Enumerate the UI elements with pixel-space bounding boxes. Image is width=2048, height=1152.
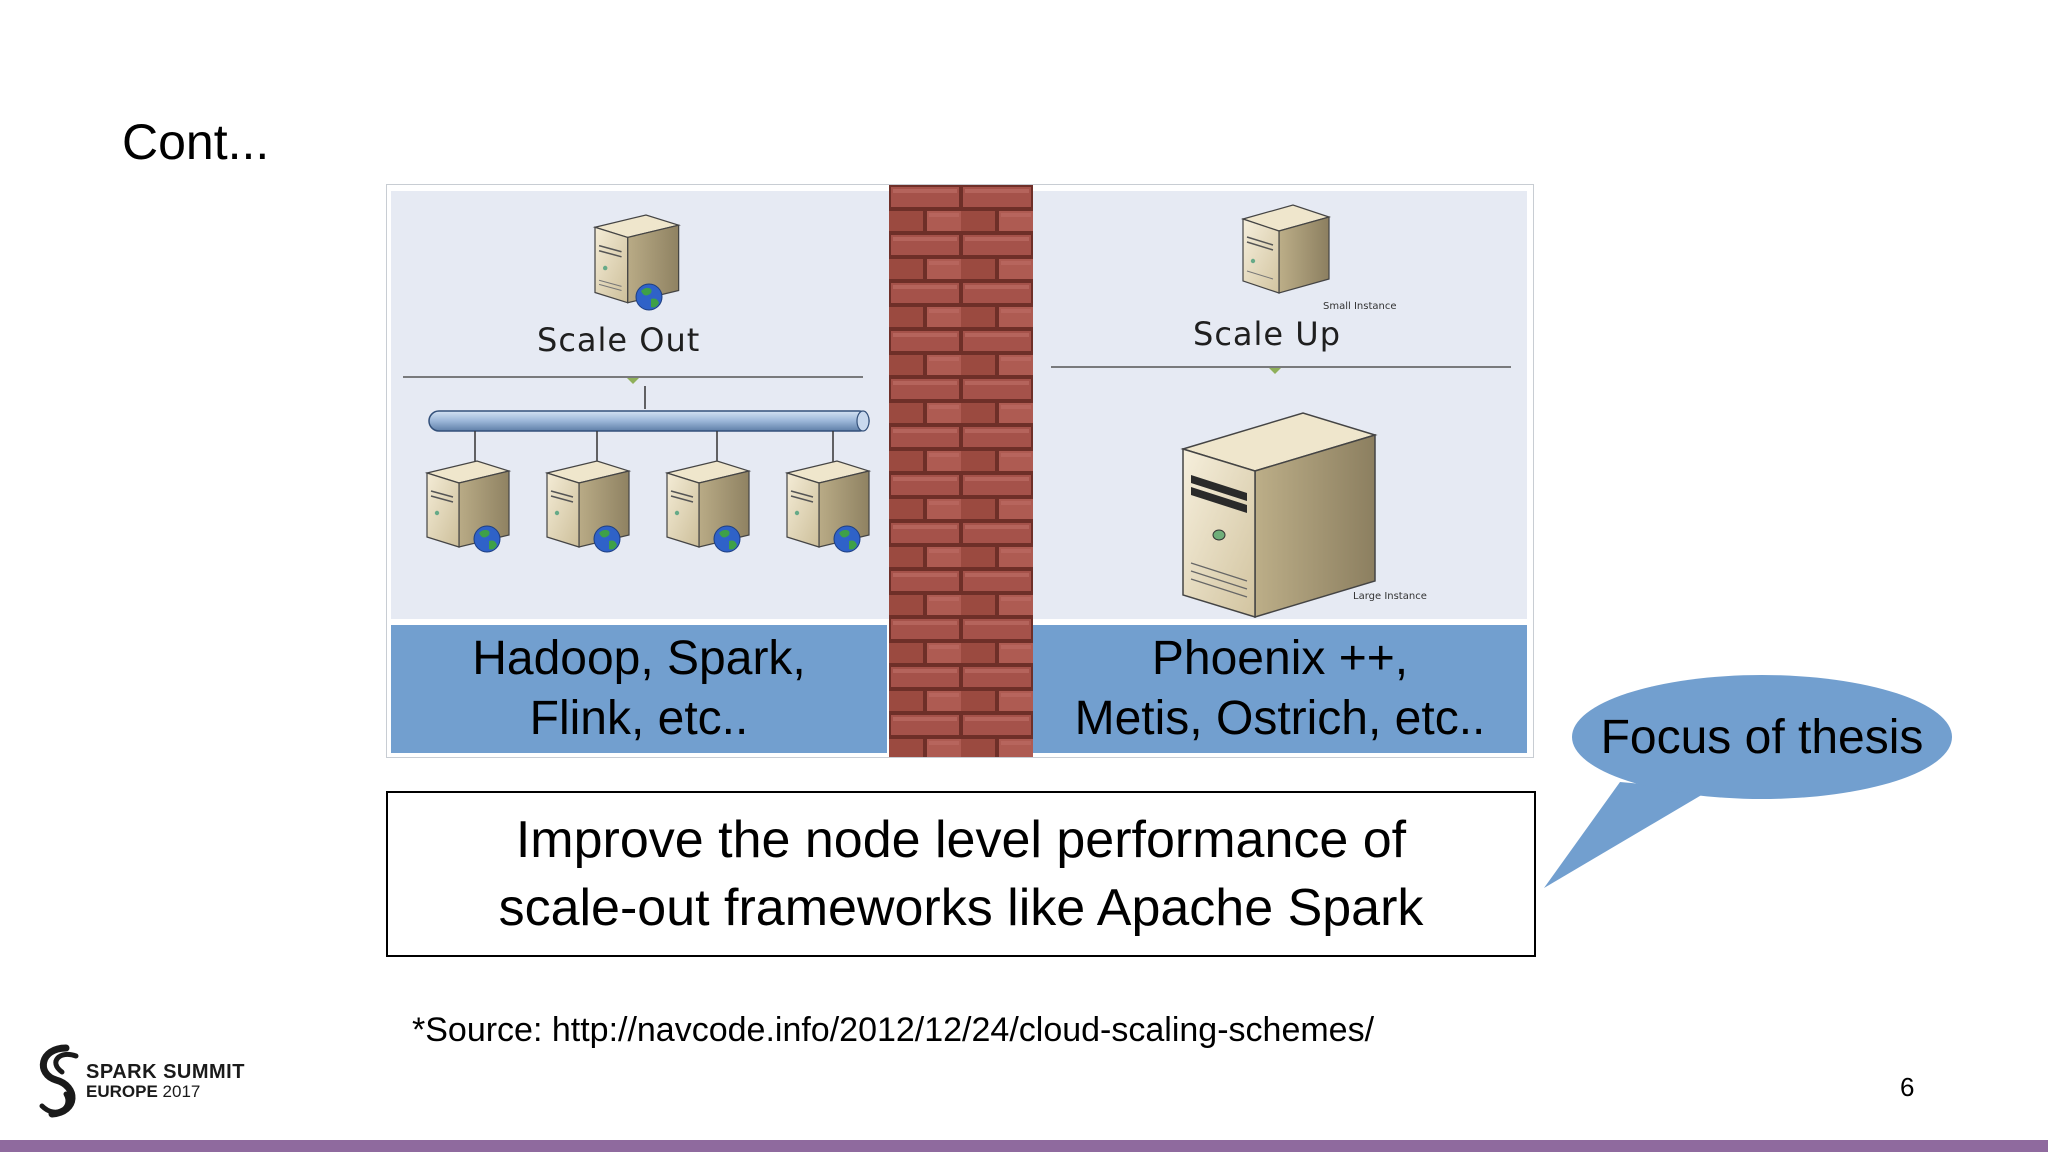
scale-up-heading: Scale Up xyxy=(1193,315,1341,353)
callout-text: Focus of thesis xyxy=(1600,711,1924,764)
slide-title: Cont... xyxy=(122,114,270,170)
logo-event: EUROPE xyxy=(86,1082,158,1101)
spark-summit-logo xyxy=(39,1044,79,1118)
scale-up-diagram xyxy=(1051,204,1511,619)
source-note: *Source: http://navcode.info/2012/12/24/… xyxy=(412,1011,1375,1049)
logo-line-2: EUROPE 2017 xyxy=(86,1082,200,1102)
brick-wall xyxy=(889,185,1033,757)
logo-line-1: SPARK SUMMIT xyxy=(86,1061,245,1083)
logo-year: 2017 xyxy=(162,1082,201,1101)
scale-out-diagram xyxy=(403,214,872,553)
summary-box: Improve the node level performance of sc… xyxy=(386,791,1536,957)
scale-out-caption: Hadoop, Spark, Flink, etc.. xyxy=(391,625,887,753)
scale-out-panel: Scale Out xyxy=(391,191,889,619)
small-instance-label: Small Instance xyxy=(1323,301,1397,312)
scale-up-panel: Small Instance Scale Up Large Instance xyxy=(1033,191,1527,619)
scale-up-caption: Phoenix ++, Metis, Ostrich, etc.. xyxy=(1033,625,1527,753)
large-instance-label: Large Instance xyxy=(1353,591,1427,602)
scaling-figure: Scale Out xyxy=(386,184,1534,758)
speech-bubble xyxy=(1544,675,1952,888)
bottom-accent-bar xyxy=(0,1140,2048,1152)
page-number: 6 xyxy=(1900,1072,1915,1102)
scale-out-heading: Scale Out xyxy=(537,321,701,359)
